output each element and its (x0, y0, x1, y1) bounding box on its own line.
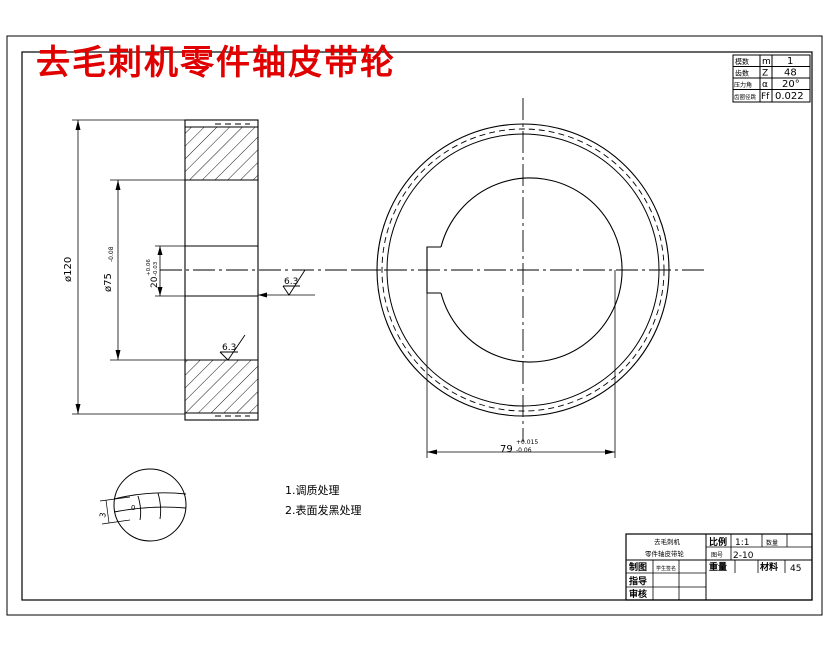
bore-dim: 79 (500, 444, 513, 455)
scale-value: 1:1 (735, 538, 749, 548)
quantity-label: 数量 (766, 539, 778, 547)
param-label: 压力角 (734, 81, 752, 89)
weight-label: 重量 (709, 561, 727, 573)
notes: 1.调质处理 2.表面发黑处理 (285, 484, 362, 517)
roughness-face: 6.3 (222, 343, 236, 353)
drawing-no-label: 图号 (711, 552, 723, 559)
note-item: 2.表面发黑处理 (285, 503, 362, 517)
title-block: 去毛刺机 零件轴皮带轮 比例 1:1 数量 图号 2-10 制图 学生签名 重量… (625, 533, 813, 601)
front-view: 79 +0.015 -0.06 (352, 98, 708, 458)
param-label: 模数 (735, 57, 749, 66)
sheet-title: 去毛刺机零件轴皮带轮 (36, 43, 396, 83)
param-symbol: Z (762, 69, 768, 79)
material-label: 材料 (759, 561, 778, 573)
material-value: 45 (790, 564, 801, 574)
drawn-by: 学生签名 (656, 565, 676, 572)
part-name-line2: 零件轴皮带轮 (645, 549, 685, 558)
drawing-no: 2-10 (733, 551, 754, 561)
drawn-label: 制图 (629, 561, 647, 573)
param-label: 齿数 (735, 69, 749, 78)
param-symbol: Ff (761, 92, 770, 102)
inner-dia-tol: -0.08 (108, 246, 115, 262)
note-item: 1.调质处理 (285, 484, 340, 497)
outer-border (6, 35, 823, 616)
section-view: ø120 ø75 -0.08 20 +0.06 -0.03 6.3 6.3 (63, 119, 385, 421)
param-label: 齿圈径跳 (734, 93, 757, 101)
outer-dia-dim: ø120 (63, 257, 74, 282)
param-symbol: m (762, 57, 771, 67)
guide-label: 指导 (629, 575, 647, 587)
keyway-tol-low: -0.03 (153, 261, 159, 276)
inner-border (21, 51, 813, 601)
param-symbol: α (762, 80, 768, 90)
keyway-dim: 20 (150, 276, 160, 288)
param-value: 0.022 (775, 91, 804, 102)
bore-tol-low: -0.06 (516, 447, 532, 454)
part-name-line1: 去毛刺机 (654, 537, 681, 546)
detail-dim: 3 (98, 512, 108, 519)
scale-label: 比例 (709, 536, 727, 548)
param-value: 48 (784, 68, 797, 79)
param-value: 1 (787, 56, 793, 67)
bore-tol-up: +0.015 (516, 439, 538, 446)
inner-dia-dim: ø75 (103, 273, 114, 292)
detail-view: 3 0 (98, 468, 187, 542)
param-table: 模数 m 1 齿数 Z 48 压力角 α 20° 齿圈径跳 Ff 0.022 (732, 54, 811, 103)
param-value: 20° (782, 79, 800, 90)
review-label: 审核 (629, 588, 647, 600)
detail-dim-2: 0 (131, 504, 135, 512)
roughness-bore: 6.3 (284, 277, 298, 287)
keyway-tol-up: +0.06 (146, 259, 152, 276)
